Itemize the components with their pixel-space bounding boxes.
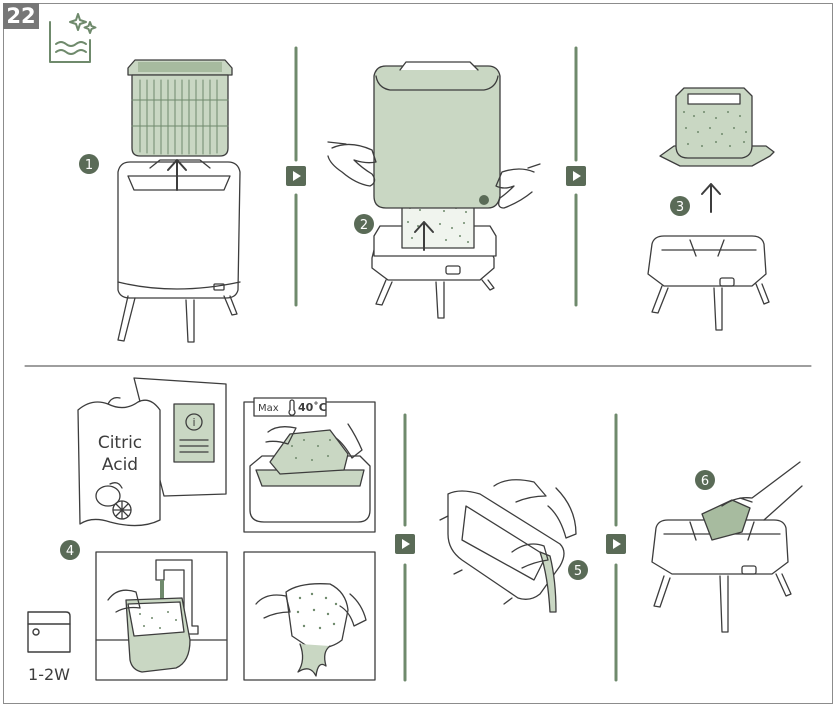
- next-arrow-icon: [566, 166, 586, 186]
- step-badge-1: 1: [79, 154, 99, 174]
- next-arrow-icon: [286, 166, 306, 186]
- info-letter: i: [192, 416, 195, 429]
- acid-label-line1: Citric: [98, 433, 142, 453]
- svg-text:4: 4: [66, 544, 74, 559]
- svg-text:2: 2: [360, 218, 368, 233]
- step-badge-5: 5: [568, 560, 588, 580]
- step-badge-2: 2: [354, 214, 374, 234]
- soak-panel: [244, 398, 375, 532]
- tap-panel: [96, 552, 227, 680]
- rinse-panel: [244, 552, 375, 680]
- washing-machine-icon: [28, 612, 70, 652]
- svg-text:5: 5: [574, 564, 582, 579]
- svg-text:6: 6: [701, 474, 709, 489]
- step-badge-6: 6: [695, 470, 715, 490]
- step6-illustration: [652, 462, 802, 632]
- temp-value: 40˚C: [298, 401, 327, 414]
- frequency-label: 1-2W: [28, 665, 70, 684]
- temp-max-label: Max: [258, 403, 279, 414]
- next-arrow-icon: [606, 534, 626, 554]
- svg-text:1: 1: [85, 158, 93, 173]
- step2-illustration: [328, 62, 540, 318]
- next-arrow-icon: [395, 534, 415, 554]
- svg-text:3: 3: [676, 200, 684, 215]
- cleaning-water-sparkle-icon: [50, 14, 96, 62]
- step-badge-4: 4: [60, 540, 80, 560]
- step1-illustration: [118, 60, 240, 342]
- step3-illustration: [648, 88, 774, 330]
- step5-illustration: [440, 480, 576, 612]
- step-badge-3: 3: [670, 196, 690, 216]
- acid-label-line2: Acid: [102, 455, 138, 475]
